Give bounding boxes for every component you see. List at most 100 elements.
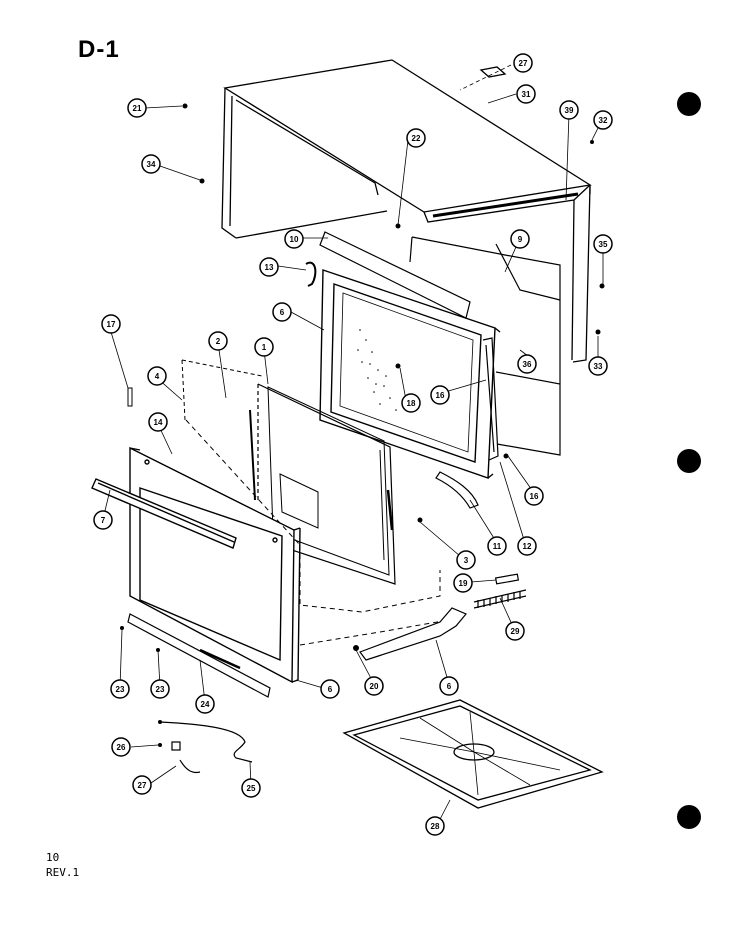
outer-door xyxy=(129,446,301,684)
callout-34: 34 xyxy=(141,154,161,174)
callout-17: 17 xyxy=(101,314,121,334)
svg-text:19: 19 xyxy=(459,579,468,588)
svg-text:18: 18 xyxy=(407,399,416,408)
screws xyxy=(182,103,605,651)
revision-label: REV.1 xyxy=(46,866,80,879)
svg-text:2: 2 xyxy=(216,337,221,346)
svg-text:26: 26 xyxy=(117,743,126,752)
svg-text:3: 3 xyxy=(464,556,469,565)
oven-liner xyxy=(409,236,561,456)
callout-31: 31 xyxy=(516,84,536,104)
svg-text:39: 39 xyxy=(565,106,574,115)
side-trim xyxy=(482,337,499,461)
svg-text:24: 24 xyxy=(201,700,210,709)
hinge-part xyxy=(305,261,317,287)
svg-text:16: 16 xyxy=(436,391,445,400)
svg-text:9: 9 xyxy=(518,235,523,244)
svg-text:6: 6 xyxy=(328,685,333,694)
callout-29: 29 xyxy=(505,621,525,641)
svg-text:17: 17 xyxy=(107,320,116,329)
latch-part xyxy=(127,387,133,407)
svg-text:34: 34 xyxy=(147,160,156,169)
callout-36: 36 xyxy=(517,354,537,374)
svg-text:31: 31 xyxy=(522,90,531,99)
svg-text:27: 27 xyxy=(138,781,147,790)
svg-text:35: 35 xyxy=(599,240,608,249)
svg-text:12: 12 xyxy=(523,542,532,551)
svg-text:1: 1 xyxy=(262,343,267,352)
door-link-arm xyxy=(359,607,467,661)
svg-text:13: 13 xyxy=(265,263,274,272)
wire-harness xyxy=(159,721,253,774)
door-spring xyxy=(473,589,527,609)
callout-6a: 6 xyxy=(272,302,292,322)
svg-text:4: 4 xyxy=(155,372,160,381)
svg-text:29: 29 xyxy=(511,627,520,636)
callout-23a: 23 xyxy=(110,679,130,699)
svg-text:27: 27 xyxy=(519,59,528,68)
callout-18: 18 xyxy=(401,393,421,413)
svg-text:32: 32 xyxy=(599,116,608,125)
cavity-outline xyxy=(185,419,461,646)
callout-27a: 27 xyxy=(513,53,533,73)
callout-28: 28 xyxy=(425,816,445,836)
door-bottom-trim xyxy=(127,613,271,698)
callout-3: 3 xyxy=(456,550,476,570)
callout-23b: 23 xyxy=(150,679,170,699)
svg-text:6: 6 xyxy=(280,308,285,317)
svg-text:28: 28 xyxy=(431,822,440,831)
callout-9: 9 xyxy=(510,229,530,249)
callout-16a: 16 xyxy=(430,385,450,405)
callout-4: 4 xyxy=(147,366,167,386)
callout-19: 19 xyxy=(453,573,473,593)
door-handle xyxy=(91,478,237,549)
callout-35: 35 xyxy=(593,234,613,254)
callout-32: 32 xyxy=(593,110,613,130)
callout-25: 25 xyxy=(241,778,261,798)
window-stipple xyxy=(357,329,397,411)
callout-1: 1 xyxy=(254,337,274,357)
svg-text:21: 21 xyxy=(133,104,142,113)
svg-text:10: 10 xyxy=(290,235,299,244)
callout-14: 14 xyxy=(148,412,168,432)
callout-21: 21 xyxy=(127,98,147,118)
callout-11: 11 xyxy=(487,536,507,556)
callout-12: 12 xyxy=(517,536,537,556)
callout-26: 26 xyxy=(111,737,131,757)
callout-24: 24 xyxy=(195,694,215,714)
callout-33: 33 xyxy=(588,356,608,376)
binder-hole-middle xyxy=(677,449,701,473)
svg-text:11: 11 xyxy=(493,542,502,551)
svg-text:20: 20 xyxy=(370,682,379,691)
svg-text:33: 33 xyxy=(594,362,603,371)
screw-dot xyxy=(120,626,124,630)
binder-hole-bottom xyxy=(677,805,701,829)
choke-piece xyxy=(435,471,479,509)
callout-39: 39 xyxy=(559,100,579,120)
callout-16b: 16 xyxy=(524,486,544,506)
screw-dot xyxy=(158,720,162,724)
diagram-title: D-1 xyxy=(78,36,120,63)
svg-text:14: 14 xyxy=(154,418,163,427)
callout-bubbles: 27 31 21 39 32 22 34 10 9 35 13 6 17 2 1… xyxy=(93,53,613,836)
inner-door-frame xyxy=(319,269,501,479)
spring-bracket xyxy=(494,573,520,585)
svg-text:25: 25 xyxy=(247,784,256,793)
callout-7: 7 xyxy=(93,510,113,530)
svg-text:6: 6 xyxy=(447,682,452,691)
screw-dot xyxy=(158,743,162,747)
callout-27b: 27 xyxy=(132,775,152,795)
binder-hole-top xyxy=(677,92,701,116)
callout-13: 13 xyxy=(259,257,279,277)
door-back-panel xyxy=(181,359,263,421)
drip-tray xyxy=(342,699,604,809)
callout-6b: 6 xyxy=(439,676,459,696)
svg-text:7: 7 xyxy=(101,516,106,525)
callout-20: 20 xyxy=(364,676,384,696)
svg-text:23: 23 xyxy=(116,685,125,694)
svg-text:22: 22 xyxy=(412,134,421,143)
page-number: 10 xyxy=(46,851,60,864)
callout-5: 6 xyxy=(320,679,340,699)
